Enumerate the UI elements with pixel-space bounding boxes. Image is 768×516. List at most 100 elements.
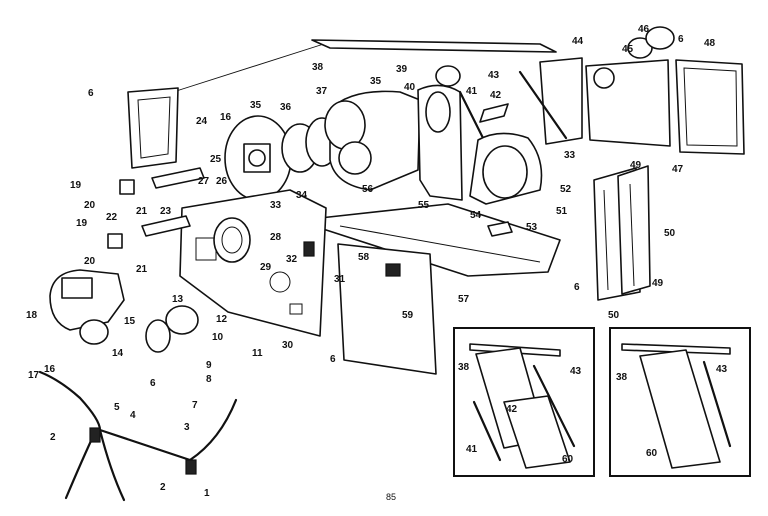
burner-motor-fan [79, 319, 109, 345]
rear-cover-inner [683, 67, 738, 147]
callout-50: 50 [664, 228, 676, 239]
callout-51: 51 [556, 206, 568, 217]
callout-10: 10 [212, 332, 224, 343]
callout-15: 15 [124, 316, 136, 327]
callout-2: 2 [50, 432, 56, 443]
bracket-20a [119, 179, 135, 195]
callout-11: 11 [252, 348, 263, 359]
inset-right [609, 327, 751, 477]
bracket-20b [107, 233, 123, 249]
blower-wheel [482, 145, 528, 199]
callout-28: 28 [270, 232, 282, 243]
callout-36: 36 [280, 102, 292, 113]
callout-41b: 41 [466, 444, 478, 455]
heat-exchanger-drum-lower [338, 141, 372, 175]
callout-43: 43 [488, 70, 500, 81]
burner-motor-top [61, 277, 93, 299]
center-panel-hole [269, 271, 291, 293]
callout-25: 25 [210, 154, 222, 165]
callout-32: 32 [286, 254, 298, 265]
callout-6d: 6 [330, 354, 336, 365]
top-rail [311, 39, 557, 53]
callout-37: 37 [316, 86, 328, 97]
callout-6b: 6 [678, 34, 684, 45]
center-panel-slot [289, 303, 303, 315]
blower-plate-hub [248, 149, 266, 167]
bracket-42 [479, 103, 509, 123]
callout-20: 20 [84, 200, 96, 211]
connector-2a [89, 427, 101, 443]
callout-7: 7 [192, 400, 198, 411]
callout-43c: 43 [716, 364, 728, 375]
inset-right-rail [621, 343, 731, 355]
access-panel-left-inner [137, 96, 171, 159]
callout-8: 8 [206, 374, 212, 385]
callout-53: 53 [526, 222, 538, 233]
callout-20b: 20 [84, 256, 96, 267]
ring-46 [645, 26, 675, 50]
callout-58: 58 [358, 252, 370, 263]
filter-panel [539, 57, 583, 145]
callout-46: 46 [638, 24, 650, 35]
callout-30: 30 [282, 340, 294, 351]
callout-6c: 6 [574, 282, 580, 293]
callout-14: 14 [112, 348, 124, 359]
callout-29: 29 [260, 262, 272, 273]
callout-59: 59 [402, 310, 414, 321]
callout-3: 3 [184, 422, 190, 433]
callout-38: 38 [312, 62, 324, 73]
callout-38c: 38 [616, 372, 628, 383]
callout-47: 47 [672, 164, 684, 175]
center-panel [179, 189, 327, 337]
callout-54: 54 [470, 210, 482, 221]
callout-2b: 2 [160, 482, 166, 493]
callout-56: 56 [362, 184, 374, 195]
callout-17: 17 [28, 370, 40, 381]
burner-ring-inner [221, 226, 243, 254]
blower-housing-opening [425, 91, 451, 133]
callout-labels: 6 24 16 35 36 37 38 39 35 40 41 42 43 44… [26, 24, 728, 499]
callout-33b: 33 [270, 200, 282, 211]
callout-49b: 49 [652, 278, 664, 289]
filter-frame-rail-2 [629, 183, 635, 287]
inset-right-grille [639, 349, 721, 469]
inset-left [453, 327, 595, 477]
callout-23: 23 [160, 206, 172, 217]
callout-49: 49 [630, 160, 642, 171]
callout-40: 40 [404, 82, 416, 93]
part-drawings [38, 26, 745, 502]
callout-38b: 38 [458, 362, 470, 373]
callout-33: 33 [564, 150, 576, 161]
callout-42b: 42 [506, 404, 518, 415]
wire-harness-branch-3 [188, 398, 238, 462]
callout-42: 42 [490, 90, 502, 101]
wire-harness-branch-2 [98, 428, 126, 502]
callout-13: 13 [172, 294, 184, 305]
callout-19: 19 [70, 180, 82, 191]
inset-left-rod-43 [532, 364, 576, 448]
filter-frame-rail-1 [603, 189, 609, 291]
callout-31: 31 [334, 274, 346, 285]
burner-ring [213, 217, 251, 263]
rear-cover [675, 59, 745, 155]
callout-22: 22 [106, 212, 118, 223]
callout-21b: 21 [136, 264, 148, 275]
callout-18: 18 [26, 310, 38, 321]
wire-harness-main [38, 370, 192, 462]
block-53 [487, 221, 513, 237]
callout-48: 48 [704, 38, 716, 49]
igniter-bracket-22 [141, 215, 191, 237]
callout-34: 34 [296, 190, 308, 201]
callout-12: 12 [216, 314, 228, 325]
callout-16: 16 [220, 112, 232, 123]
callout-9: 9 [206, 360, 212, 371]
callout-57: 57 [458, 294, 470, 305]
callout-5: 5 [114, 402, 120, 413]
callout-4: 4 [130, 410, 136, 421]
callout-27: 27 [198, 176, 210, 187]
burner-cap [145, 319, 171, 353]
callout-24: 24 [196, 116, 208, 127]
callout-21: 21 [136, 206, 148, 217]
callout-55: 55 [418, 200, 430, 211]
